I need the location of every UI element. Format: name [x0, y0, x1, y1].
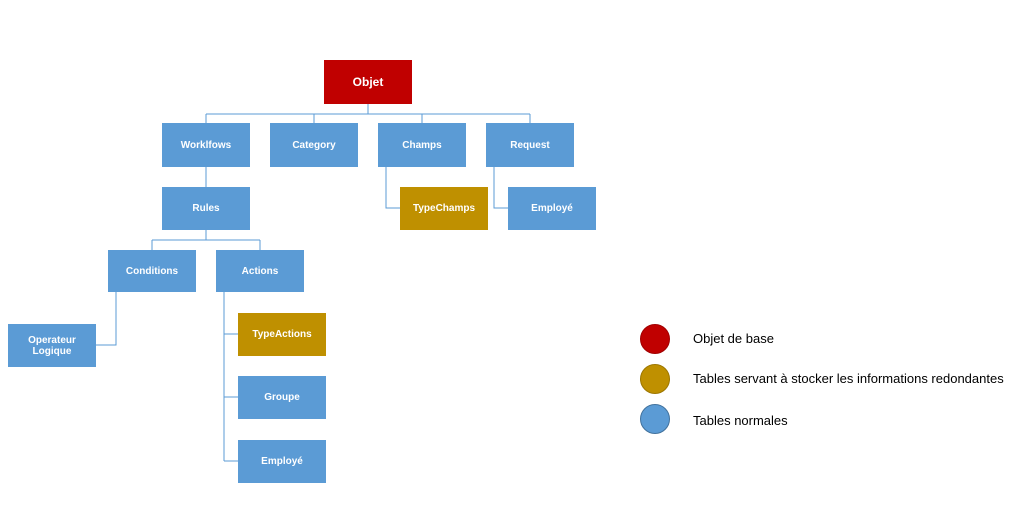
connector-champs-typechamps	[385, 167, 400, 209]
legend-base-swatch	[640, 324, 670, 354]
legend-normal-swatch	[640, 404, 670, 434]
node-actions: Actions	[216, 250, 304, 292]
node-operateur-logique: Operateur Logique	[8, 324, 96, 367]
node-conditions: Conditions	[108, 250, 196, 292]
legend-redundant-swatch	[640, 364, 670, 394]
node-request: Request	[486, 123, 574, 167]
node-objet: Objet	[324, 60, 412, 104]
legend-redundant-label: Tables servant à stocker les information…	[693, 371, 1004, 386]
node-groupe: Groupe	[238, 376, 326, 419]
node-workflows: Worklfows	[162, 123, 250, 167]
legend-base-label: Objet de base	[693, 331, 774, 346]
node-typeactions: TypeActions	[238, 313, 326, 356]
node-champs: Champs	[378, 123, 466, 167]
node-employe-actions: Employé	[238, 440, 326, 483]
node-typechamps: TypeChamps	[400, 187, 488, 230]
node-category: Category	[270, 123, 358, 167]
connector-request-employe	[493, 167, 508, 209]
legend-normal-label: Tables normales	[693, 413, 788, 428]
node-employe-request: Employé	[508, 187, 596, 230]
node-rules: Rules	[162, 187, 250, 230]
connector-conditions-operateur	[96, 292, 117, 346]
